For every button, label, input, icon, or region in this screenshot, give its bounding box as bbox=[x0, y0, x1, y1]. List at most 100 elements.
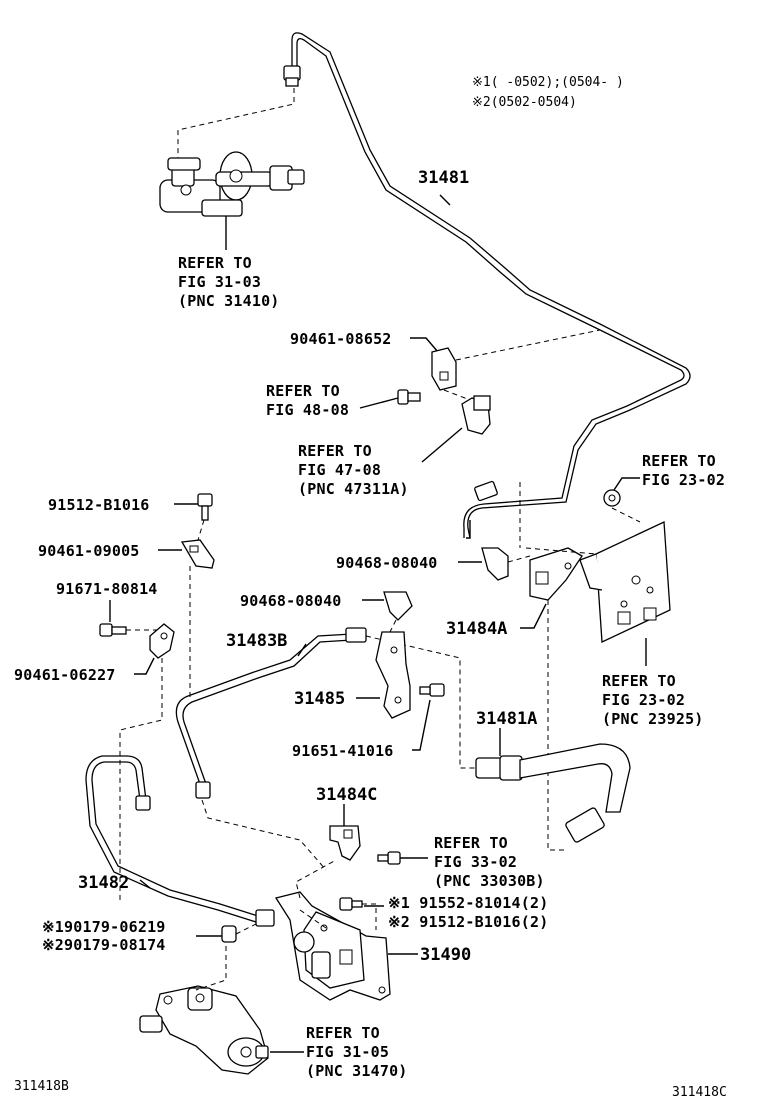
svg-text:REFER TO: REFER TO bbox=[642, 452, 716, 470]
dash-nut-cylinder bbox=[195, 946, 227, 991]
flex-hose-31481a bbox=[475, 743, 631, 843]
dash-clip-bracket bbox=[507, 555, 531, 563]
dash-bracket-hose bbox=[547, 600, 568, 851]
label-31485: 31485 bbox=[294, 689, 345, 709]
ref-fig-48-08: REFER TO FIG 48-08 bbox=[266, 382, 349, 419]
clip-icon bbox=[481, 547, 509, 581]
nut-icon bbox=[221, 925, 237, 943]
bolt-icon bbox=[397, 389, 421, 405]
pipe-31481 bbox=[283, 32, 691, 539]
label-91552-81014: ※1 91552-81014(2) bbox=[388, 894, 548, 912]
svg-text:(PNC 33030B): (PNC 33030B) bbox=[434, 872, 545, 890]
grommet-icon bbox=[461, 395, 491, 435]
dash-clip-31485 bbox=[389, 619, 397, 633]
svg-text:REFER TO: REFER TO bbox=[602, 672, 676, 690]
clutch-master-cylinder-icon bbox=[159, 151, 305, 217]
footer-right-code: 311418C bbox=[672, 1085, 727, 1100]
ref-fig-23-02-b: REFER TO FIG 23-02 (PNC 23925) bbox=[602, 672, 704, 728]
label-31484c: 31484C bbox=[316, 785, 377, 805]
label-31484a: 31484A bbox=[446, 619, 507, 639]
dash-clamp-31482 bbox=[119, 658, 163, 900]
label-91512-b1016-2: ※2 91512-B1016(2) bbox=[388, 913, 548, 931]
note-2: ※2(0502-0504) bbox=[472, 95, 577, 110]
svg-text:FIG 23-02: FIG 23-02 bbox=[602, 691, 685, 709]
ref-fig-47-08: REFER TO FIG 47-08 (PNC 47311A) bbox=[298, 442, 409, 498]
bolt-icon bbox=[339, 897, 363, 911]
pipe-31482 bbox=[85, 755, 275, 927]
label-90461-09005: 90461-09005 bbox=[38, 542, 140, 560]
label-190179-06219: ※190179-06219 bbox=[42, 918, 166, 936]
svg-text:(PNC 31470): (PNC 31470) bbox=[306, 1062, 408, 1080]
note-1: ※1( -0502);(0504- ) bbox=[472, 75, 624, 90]
bolt-icon bbox=[419, 683, 445, 697]
label-90468-08040-b: 90468-08040 bbox=[240, 592, 342, 610]
svg-text:FIG 31-05: FIG 31-05 bbox=[306, 1043, 389, 1061]
dash-clamp-pipe bbox=[455, 329, 601, 361]
pipe-clamp-icon bbox=[149, 623, 175, 659]
leader-90461-08652 bbox=[410, 337, 439, 353]
label-31490: 31490 bbox=[420, 945, 471, 965]
pipe-clamp-icon bbox=[180, 539, 215, 569]
bracket-31490-icon bbox=[274, 891, 391, 1001]
label-91671-80814: 91671-80814 bbox=[56, 580, 158, 598]
ref-fig-33-02: REFER TO FIG 33-02 (PNC 33030B) bbox=[434, 834, 545, 890]
bracket-31484a-icon bbox=[529, 547, 583, 601]
footer-left-code: 311418B bbox=[14, 1079, 69, 1094]
nut-icon bbox=[603, 489, 621, 507]
leader-ref-23-02-a bbox=[613, 477, 640, 491]
svg-text:FIG 48-08: FIG 48-08 bbox=[266, 401, 349, 419]
pipe-31483b bbox=[175, 627, 367, 799]
label-91651-41016: 91651-41016 bbox=[292, 742, 394, 760]
dash-bolt-clamp bbox=[197, 519, 205, 541]
clip-icon bbox=[383, 591, 413, 621]
bolt-icon bbox=[197, 493, 213, 521]
label-31482: 31482 bbox=[78, 873, 129, 893]
dash-master-cyl bbox=[177, 88, 295, 158]
clutch-release-cylinder-icon bbox=[139, 985, 269, 1075]
dash-31490-31484c bbox=[295, 859, 337, 899]
leader-31482 bbox=[139, 879, 151, 889]
svg-text:(PNC 31410): (PNC 31410) bbox=[178, 292, 280, 310]
ref-fig-23-02-a: REFER TO FIG 23-02 bbox=[642, 452, 725, 489]
dash-pipe-31484c bbox=[201, 799, 327, 871]
ref-fig-31-05: REFER TO FIG 31-05 (PNC 31470) bbox=[306, 1024, 408, 1080]
label-90468-08040-a: 90468-08040 bbox=[336, 554, 438, 572]
svg-text:(PNC 23925): (PNC 23925) bbox=[602, 710, 704, 728]
label-290179-08174: ※290179-08174 bbox=[42, 936, 166, 954]
label-90461-08652: 90461-08652 bbox=[290, 330, 392, 348]
svg-text:FIG 23-02: FIG 23-02 bbox=[642, 471, 725, 489]
dash-clamp-grommet bbox=[443, 389, 471, 401]
label-90461-06227: 90461-06227 bbox=[14, 666, 116, 684]
svg-text:FIG 47-08: FIG 47-08 bbox=[298, 461, 381, 479]
label-91512-b1016: 91512-B1016 bbox=[48, 496, 150, 514]
label-31483b: 31483B bbox=[226, 631, 287, 651]
dash-bolt-31490 bbox=[362, 903, 377, 930]
svg-text:REFER TO: REFER TO bbox=[178, 254, 252, 272]
svg-text:REFER TO: REFER TO bbox=[298, 442, 372, 460]
bracket-23925-icon bbox=[579, 521, 671, 643]
svg-text:REFER TO: REFER TO bbox=[266, 382, 340, 400]
svg-text:(PNC 47311A): (PNC 47311A) bbox=[298, 480, 409, 498]
dash-nut-pipe bbox=[235, 921, 261, 935]
leader-90461-06227 bbox=[134, 657, 155, 675]
leader-ref-47-08 bbox=[421, 427, 463, 463]
ref-fig-31-03: REFER TO FIG 31-03 (PNC 31410) bbox=[178, 254, 280, 310]
leader-31481 bbox=[439, 194, 451, 206]
dash-nut-bracket bbox=[611, 507, 641, 523]
label-31481: 31481 bbox=[418, 168, 469, 188]
bracket-31485-icon bbox=[375, 631, 411, 719]
leader-ref-48-08 bbox=[359, 397, 399, 409]
dash-bracket-bracket bbox=[525, 547, 597, 555]
svg-text:FIG 31-03: FIG 31-03 bbox=[178, 273, 261, 291]
svg-text:REFER TO: REFER TO bbox=[434, 834, 508, 852]
bolt-icon bbox=[377, 851, 401, 865]
bracket-31484c-icon bbox=[329, 825, 361, 861]
leader-31484a bbox=[520, 603, 547, 629]
leader-31483b bbox=[297, 643, 307, 657]
pipe-clamp-icon bbox=[431, 347, 457, 391]
svg-text:FIG 33-02: FIG 33-02 bbox=[434, 853, 517, 871]
dash-pipe-hose bbox=[365, 635, 476, 769]
leader-91651-41016 bbox=[412, 699, 431, 751]
svg-text:REFER TO: REFER TO bbox=[306, 1024, 380, 1042]
